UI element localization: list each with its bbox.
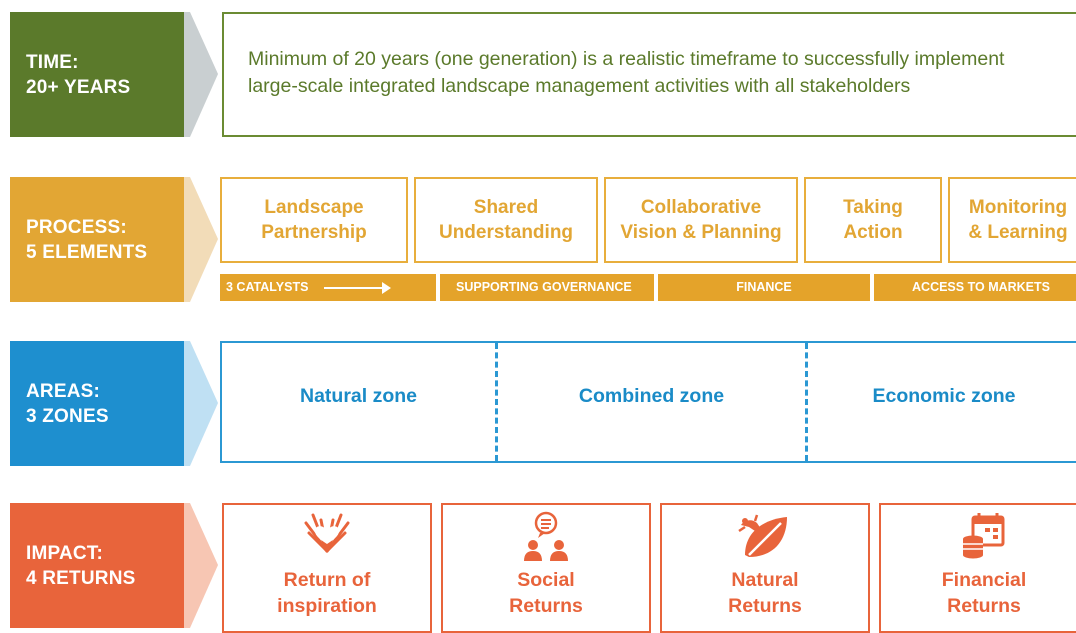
return-label: Financial Returns — [881, 567, 1076, 619]
time-description-line1: Minimum of 20 years (one generation) is … — [248, 48, 1005, 70]
process-chevron-icon — [184, 177, 218, 302]
areas-row-label: AREAS: 3 ZONES — [10, 341, 184, 466]
process-label-title: PROCESS: — [26, 216, 127, 238]
leaf-frog-icon — [738, 514, 787, 557]
return-social: Social Returns — [441, 503, 651, 633]
impact-chevron-icon — [184, 503, 218, 628]
catalyst-bar-governance: SUPPORTING GOVERNANCE — [440, 274, 654, 301]
time-chevron-icon — [184, 12, 218, 137]
catalyst-bar-markets: ACCESS TO MARKETS — [874, 274, 1076, 301]
catalyst-bar-catalysts: 3 CATALYSTS — [220, 274, 436, 301]
impact-row-label: IMPACT: 4 RETURNS — [10, 503, 184, 628]
element-line1: Taking — [843, 197, 903, 218]
element-line2: Partnership — [261, 222, 367, 243]
time-label-value: 20+ YEARS — [26, 76, 131, 98]
element-line2: Action — [843, 222, 903, 243]
people-chat-icon — [524, 511, 568, 561]
coins-calendar-icon — [963, 513, 1005, 559]
element-shared-understanding: Shared Understanding — [414, 177, 598, 263]
return-line2: Returns — [947, 595, 1021, 617]
return-line2: Returns — [728, 595, 802, 617]
element-line1: Shared — [473, 197, 539, 218]
element-line2: Vision & Planning — [620, 222, 782, 243]
return-line2: inspiration — [277, 595, 377, 617]
return-label: Natural Returns — [662, 567, 868, 619]
element-taking-action: Taking Action — [804, 177, 942, 263]
time-row-label: TIME: 20+ YEARS — [10, 12, 184, 137]
arrow-line — [324, 287, 384, 289]
return-line2: Returns — [509, 595, 583, 617]
time-description-line2: large-scale integrated landscape managem… — [248, 75, 911, 97]
element-monitoring-learning: Monitoring & Learning — [948, 177, 1076, 263]
element-line1: Collaborative — [640, 197, 762, 218]
areas-label-value: 3 ZONES — [26, 405, 109, 427]
impact-label-value: 4 RETURNS — [26, 567, 136, 589]
time-description-box: Minimum of 20 years (one generation) is … — [222, 12, 1076, 137]
return-label: Return of inspiration — [224, 567, 430, 619]
time-label-title: TIME: — [26, 51, 79, 73]
return-natural: Natural Returns — [660, 503, 870, 633]
zone-economic: Economic zone — [872, 385, 1016, 407]
process-row-label: PROCESS: 5 ELEMENTS — [10, 177, 184, 302]
element-line2: Understanding — [438, 222, 574, 243]
zone-combined: Combined zone — [578, 385, 725, 407]
catalyst-label: SUPPORTING GOVERNANCE — [456, 280, 632, 294]
return-line1: Financial — [941, 569, 1027, 591]
return-line1: Social — [517, 569, 575, 591]
impact-label-title: IMPACT: — [26, 542, 104, 564]
return-line1: Return of — [283, 569, 371, 591]
element-line1: Landscape — [264, 197, 364, 218]
catalyst-label: ACCESS TO MARKETS — [912, 280, 1050, 294]
element-landscape-partnership: Landscape Partnership — [220, 177, 408, 263]
zone-natural: Natural zone — [299, 385, 418, 407]
catalyst-label: 3 CATALYSTS — [226, 280, 309, 294]
element-line2: & Learning — [968, 222, 1068, 243]
process-label-value: 5 ELEMENTS — [26, 241, 148, 263]
areas-chevron-icon — [184, 341, 218, 466]
areas-label-title: AREAS: — [26, 380, 101, 402]
catalyst-label: FINANCE — [736, 280, 792, 294]
return-financial: Financial Returns — [879, 503, 1076, 633]
return-inspiration: Return of inspiration — [222, 503, 432, 633]
return-line1: Natural — [731, 569, 799, 591]
catalyst-bar-finance: FINANCE — [658, 274, 870, 301]
zone-divider — [495, 343, 498, 461]
arrow-right-icon — [382, 282, 391, 294]
element-line1: Monitoring — [968, 197, 1068, 218]
return-label: Social Returns — [443, 567, 649, 619]
zones-box — [220, 341, 1076, 463]
heart-burst-icon — [304, 513, 350, 553]
element-collaborative-vision: Collaborative Vision & Planning — [604, 177, 798, 263]
zone-divider — [805, 343, 808, 461]
time-description: Minimum of 20 years (one generation) is … — [248, 46, 1068, 100]
